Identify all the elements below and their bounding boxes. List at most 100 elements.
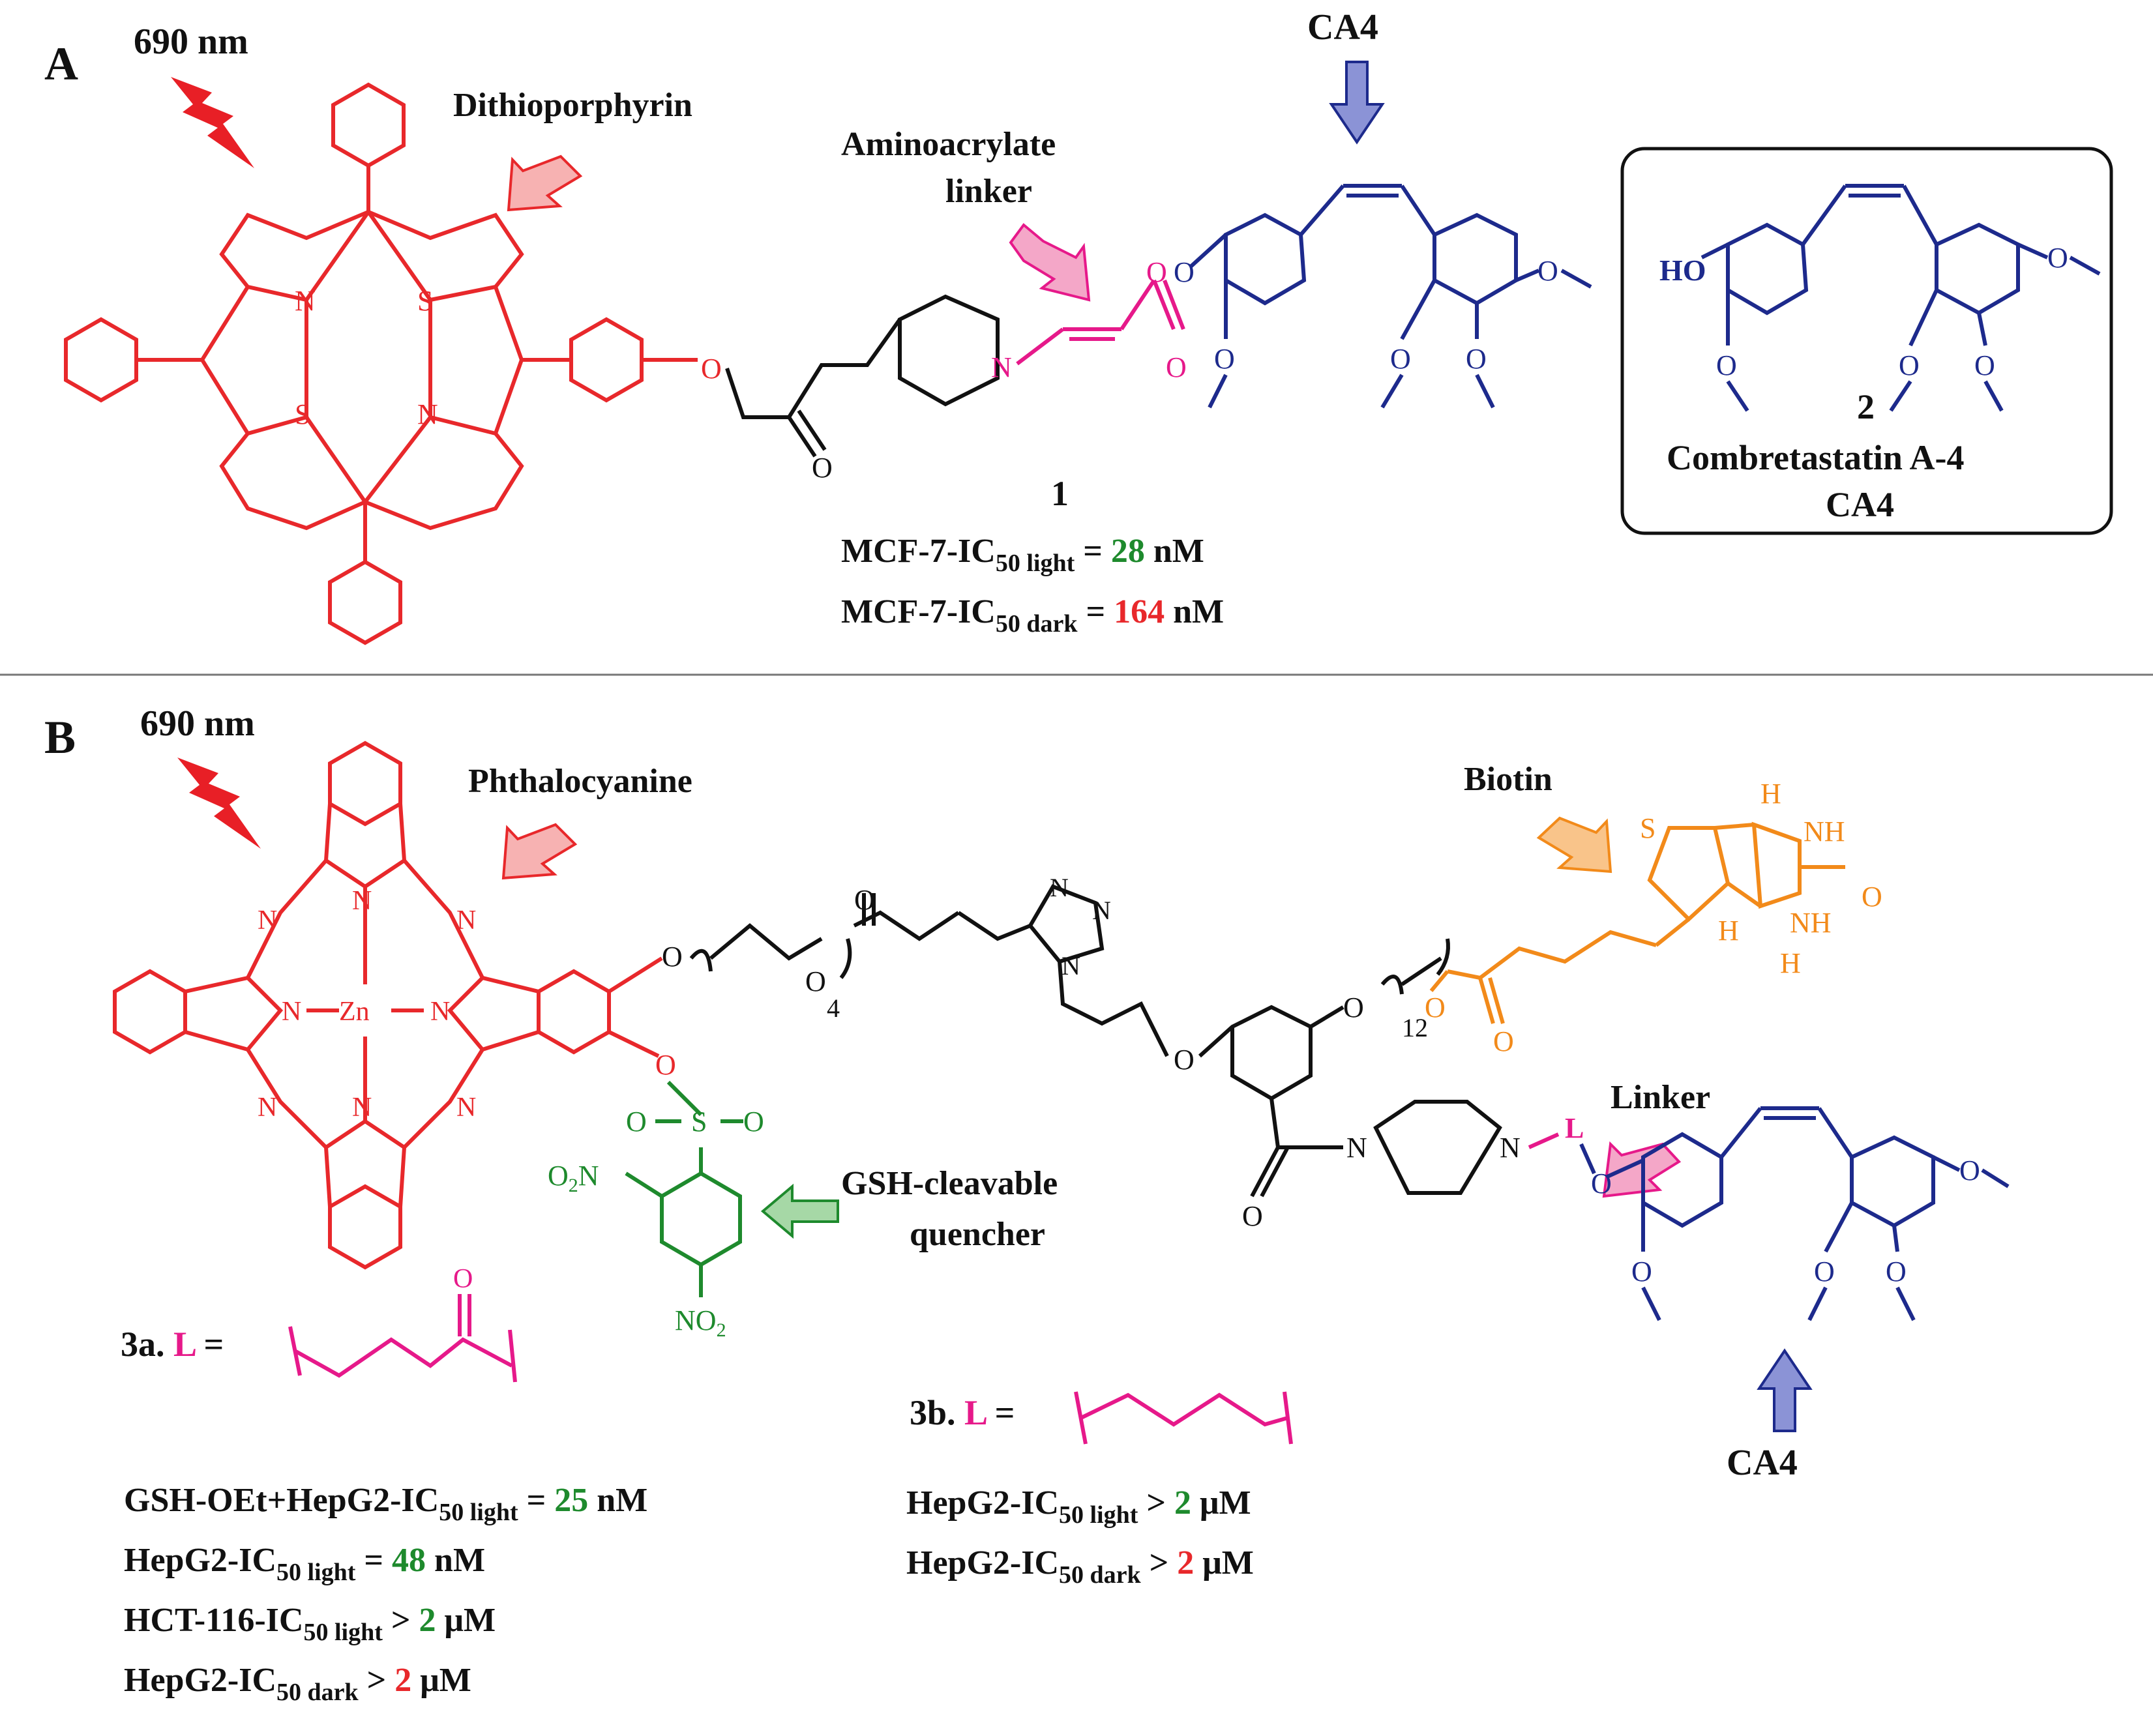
- atom-O: O: [1959, 1155, 1980, 1186]
- wavelength-b-label: 690 nm: [140, 703, 255, 744]
- ca4-arrow-b-icon: [1757, 1348, 1813, 1432]
- atom-N: N: [991, 351, 1012, 383]
- ic50-light-line-a: MCF-7-IC50 light = 28 nM: [841, 533, 1204, 577]
- ketone-chain-a: [725, 294, 1000, 458]
- ca4-structure-a: [1188, 184, 1592, 409]
- atom-O: O: [1343, 992, 1364, 1023]
- compound-3b-values: HepG2-IC50 light > 2 μM HepG2-IC50 dark >…: [906, 1484, 1254, 1589]
- atom-Zn: Zn: [339, 997, 370, 1027]
- quencher-structure: [625, 1080, 743, 1297]
- atom-O: O: [1166, 351, 1187, 383]
- atom-NH: NH: [1790, 907, 1832, 939]
- quencher-label-line2: quencher: [910, 1216, 1045, 1253]
- atom-N: N: [1092, 896, 1111, 925]
- atom-O: O: [1242, 1200, 1263, 1232]
- atom-HO: HO: [1659, 254, 1706, 287]
- ca4-structure-b: [1579, 1106, 2010, 1321]
- atom-O: O: [626, 1106, 647, 1138]
- atom-N: N: [258, 905, 277, 935]
- atom-O: O: [1174, 1044, 1195, 1076]
- ic50-line: HepG2-IC50 dark > 2 μM: [124, 1662, 471, 1706]
- ca4-label-a: CA4: [1307, 7, 1378, 48]
- porphyrin-arrow-icon: [507, 154, 583, 212]
- atom-O: O: [1591, 1168, 1612, 1199]
- atom-N: N: [295, 285, 316, 317]
- atom-O: O: [655, 1049, 676, 1081]
- ca4-structure-box: [1700, 184, 2101, 412]
- quencher-arrow-icon: [760, 1183, 839, 1239]
- atom-N: N: [352, 886, 372, 916]
- linker-3b-structure: [1074, 1391, 1293, 1445]
- atom-O: O: [2047, 242, 2068, 274]
- compound-2-name: Combretastatin A-4: [1667, 438, 1964, 477]
- atom-H: H: [1760, 778, 1781, 810]
- atom-O: O: [1716, 349, 1737, 381]
- compound-3a-header: 3a. L =: [121, 1325, 224, 1364]
- phthalocyanine-arrow-icon: [501, 823, 578, 880]
- atom-S: S: [691, 1106, 707, 1138]
- atom-N: N: [430, 997, 450, 1027]
- linker-L-bond: [1528, 1132, 1560, 1149]
- compound-2-number: 2: [1857, 387, 1875, 426]
- atom-O: O: [743, 1106, 764, 1138]
- compound-3a-values: GSH-OEt+HepG2-IC50 light = 25 nM HepG2-IC…: [124, 1482, 647, 1706]
- atom-N: N: [1500, 1132, 1521, 1164]
- atom-O: O: [1390, 343, 1411, 375]
- atom-O: O: [1814, 1256, 1835, 1287]
- atom-N: N: [1050, 873, 1069, 902]
- atom-S: S: [1640, 812, 1656, 844]
- linker-label-line1: Aminoacrylate: [841, 126, 1056, 163]
- ca4-reference-box: [1620, 147, 2113, 535]
- atom-N: N: [282, 997, 301, 1027]
- ic50-line: HepG2-IC50 light > 2 μM: [906, 1484, 1251, 1529]
- atom-N: N: [1062, 951, 1080, 980]
- atom-H: H: [1780, 947, 1801, 979]
- atom-O: O: [812, 452, 833, 484]
- atom-NO2: NO2: [675, 1304, 726, 1341]
- atom-O: O: [1899, 349, 1920, 381]
- atom-N: N: [417, 398, 438, 430]
- lightning-icon: [171, 77, 254, 168]
- phthalocyanine-structure: [113, 741, 663, 1270]
- compound-1-number: 1: [1051, 474, 1069, 513]
- peg-subscript: 4: [827, 993, 840, 1023]
- panel-b-label: B: [44, 711, 76, 763]
- linker-arrow-icon: [1009, 223, 1091, 302]
- atom-O: O: [1974, 349, 1995, 381]
- linker-label-line2: linker: [945, 173, 1032, 210]
- atom-O: O: [1174, 256, 1195, 288]
- linker-3a-structure: [288, 1294, 517, 1383]
- atom-O: O: [662, 941, 683, 973]
- atom-S: S: [417, 285, 433, 317]
- ic50-line: HepG2-IC50 dark > 2 μM: [906, 1544, 1254, 1589]
- atom-O: O: [805, 965, 826, 997]
- atom-O: O: [1862, 881, 1882, 913]
- atom-O: O: [1146, 256, 1167, 288]
- lightning-icon: [177, 758, 261, 849]
- biotin-structure: [1429, 821, 1845, 1024]
- compound-2-abbr: CA4: [1826, 485, 1894, 524]
- ca4-arrow-icon: [1329, 61, 1385, 145]
- aminoacrylate-linker: [1016, 279, 1185, 366]
- atom-NH: NH: [1804, 816, 1845, 847]
- peg-chain: [689, 884, 1502, 1198]
- atom-O: O: [1425, 992, 1446, 1023]
- phthalocyanine-label: Phthalocyanine: [468, 763, 692, 800]
- alkyl-subscript: 12: [1402, 1013, 1428, 1042]
- atom-N: N: [352, 1093, 372, 1123]
- ic50-line: HCT-116-IC50 light > 2 μM: [124, 1602, 496, 1646]
- linker-L-atom: L: [1565, 1112, 1584, 1144]
- atom-N: N: [258, 1093, 277, 1123]
- ic50-line: GSH-OEt+HepG2-IC50 light = 25 nM: [124, 1482, 647, 1526]
- ca4-label-b: CA4: [1727, 1443, 1798, 1483]
- dithioporphyrin-label: Dithioporphyrin: [453, 87, 692, 124]
- atom-O2N: O2N: [548, 1160, 599, 1196]
- atom-O: O: [1466, 343, 1487, 375]
- atom-O: O: [1631, 1256, 1652, 1287]
- compound-3b-header: 3b. L =: [910, 1393, 1015, 1432]
- quencher-label-line1: GSH-cleavable: [841, 1165, 1058, 1202]
- atom-S: S: [295, 398, 310, 430]
- atom-N: N: [456, 1093, 476, 1123]
- atom-N: N: [1346, 1132, 1367, 1164]
